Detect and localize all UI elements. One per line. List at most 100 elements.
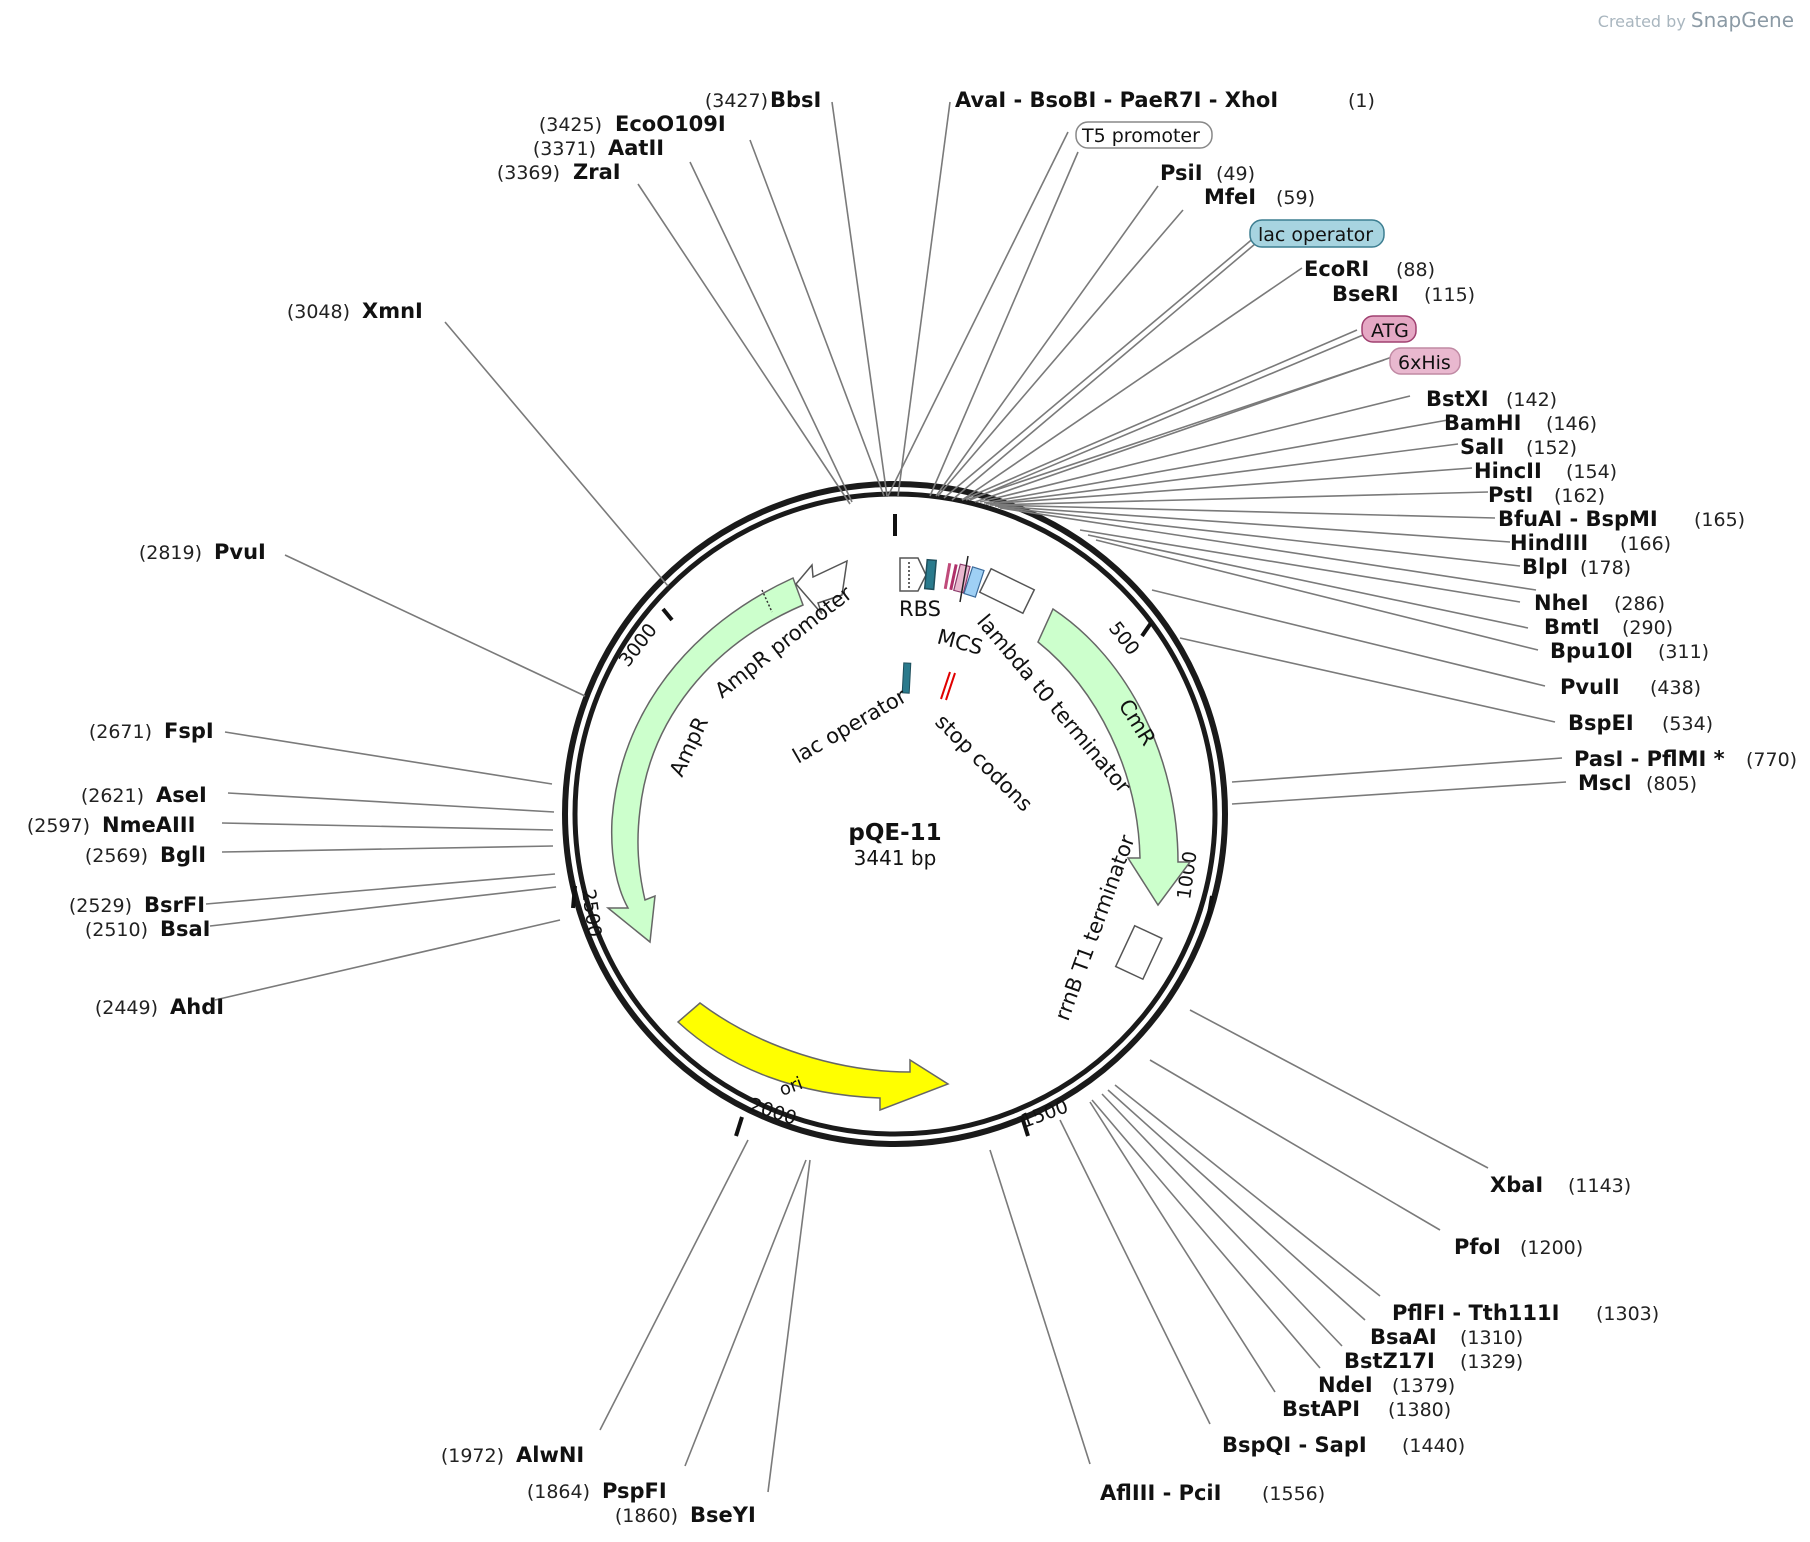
site-pos-bfuai-group: (165) bbox=[1694, 509, 1745, 531]
tick-marks bbox=[571, 514, 1214, 1137]
site-pos-pfoi: (1200) bbox=[1520, 1237, 1583, 1259]
site-pos-bgli: (2569) bbox=[85, 845, 148, 867]
sixhis-label: 6xHis bbox=[1398, 352, 1451, 374]
site-pos-bspqi-group: (1440) bbox=[1402, 1435, 1465, 1457]
ampr-promoter-arrow bbox=[795, 559, 848, 615]
site-name-pvui: PvuI bbox=[214, 540, 266, 564]
site-pos-pspfi: (1864) bbox=[527, 1481, 590, 1503]
site-name-bsrfi: BsrFI bbox=[144, 893, 205, 917]
site-name-bstxi: BstXI bbox=[1426, 387, 1489, 411]
site-name-nhei: NheI bbox=[1534, 591, 1589, 615]
site-pos-pasi-group: (770) bbox=[1746, 749, 1797, 771]
site-name-bsai: BsaI bbox=[160, 917, 211, 941]
site-pos-nhei: (286) bbox=[1614, 593, 1665, 615]
ori-arrow bbox=[676, 1002, 950, 1112]
sixhis-box bbox=[1389, 347, 1461, 375]
site-labels: (3427) BbsI (3425) EcoO109I (3371) AatII… bbox=[27, 88, 1797, 1527]
lac-operator-box-label: lac operator bbox=[1258, 224, 1373, 246]
site-pos-bmti: (290) bbox=[1622, 617, 1673, 639]
atg-box bbox=[1361, 315, 1417, 343]
site-name-msci: MscI bbox=[1578, 771, 1632, 795]
site-pos-blpi: (178) bbox=[1580, 557, 1631, 579]
site-pos-afliii-group: (1556) bbox=[1262, 1483, 1325, 1505]
site-pos-ecori: (88) bbox=[1396, 259, 1435, 281]
site-pos-pvui: (2819) bbox=[139, 542, 202, 564]
credit-brand: SnapGene bbox=[1690, 8, 1794, 32]
tick-label-500: 500 bbox=[1104, 618, 1144, 660]
site-name-aatii: AatII bbox=[608, 136, 664, 160]
tick-3000 bbox=[661, 607, 674, 622]
site-pos-hindiii: (166) bbox=[1620, 533, 1671, 555]
site-pos-bstz17i: (1329) bbox=[1460, 1351, 1523, 1373]
site-name-ecori: EcoRI bbox=[1304, 257, 1369, 281]
tick-label-2500: 2500 bbox=[577, 888, 606, 939]
site-name-pspfi: PspFI bbox=[602, 1479, 667, 1503]
site-name-pflfi-group: PflFI - Tth111I bbox=[1392, 1301, 1559, 1325]
site-name-bamhi: BamHI bbox=[1444, 411, 1521, 435]
site-name-bseyi: BseYI bbox=[690, 1503, 756, 1527]
plasmid-length: 3441 bp bbox=[854, 846, 937, 870]
site-pos-aatii: (3371) bbox=[533, 138, 596, 160]
site-pos-bstapi: (1380) bbox=[1388, 1399, 1451, 1421]
backbone-outer-ring bbox=[562, 481, 1228, 1147]
site-pos-pvuii: (438) bbox=[1650, 677, 1701, 699]
site-name-bpu10i: Bpu10I bbox=[1550, 639, 1633, 663]
site-name-bspqi-group: BspQI - SapI bbox=[1222, 1433, 1367, 1457]
site-pos-bsrfi: (2529) bbox=[69, 895, 132, 917]
site-pos-bsai: (2510) bbox=[85, 919, 148, 941]
lambda-t0-terminator-box bbox=[978, 567, 1036, 615]
site-pos-bstxi: (142) bbox=[1506, 389, 1557, 411]
feature-arrows bbox=[605, 555, 1192, 1112]
site-name-nmeaiii: NmeAIII bbox=[102, 813, 195, 837]
site-pos-ecoo109i: (3425) bbox=[539, 114, 602, 136]
site-pos-bpu10i: (311) bbox=[1658, 641, 1709, 663]
site-name-bspei: BspEI bbox=[1568, 711, 1634, 735]
site-name-pfoi: PfoI bbox=[1454, 1235, 1501, 1259]
cmr-arrow bbox=[1037, 607, 1192, 907]
t5-promoter-arrow bbox=[899, 557, 927, 592]
snapgene-credit: Created by SnapGene bbox=[1598, 8, 1794, 32]
site-pos-psti: (162) bbox=[1554, 485, 1605, 507]
site-name-bmti: BmtI bbox=[1544, 615, 1600, 639]
site-name-fspi: FspI bbox=[164, 719, 214, 743]
stop-codon-1 bbox=[940, 671, 951, 700]
site-name-asei: AseI bbox=[156, 783, 207, 807]
site-pos-bamhi: (146) bbox=[1546, 413, 1597, 435]
inner-lac-operator-label: lac operator bbox=[789, 684, 912, 769]
site-pos-mfei: (59) bbox=[1276, 187, 1315, 209]
t5-promoter-box bbox=[1075, 121, 1213, 149]
backbone-inner-ring bbox=[572, 491, 1218, 1137]
rrnb-t1-terminator-box bbox=[1114, 924, 1163, 981]
tick-2000 bbox=[734, 1116, 744, 1137]
tick-label-2000: 2000 bbox=[746, 1094, 799, 1130]
site-pos-xmni: (3048) bbox=[287, 301, 350, 323]
plasmid-name: pQE-11 bbox=[848, 820, 941, 846]
site-pos-alwni: (1972) bbox=[441, 1445, 504, 1467]
site-pos-nmeaiii: (2597) bbox=[27, 815, 90, 837]
site-name-pvuii: PvuII bbox=[1560, 675, 1620, 699]
site-name-alwni: AlwNI bbox=[516, 1443, 584, 1467]
site-name-bbsi: BbsI bbox=[770, 88, 821, 112]
site-pos-psii: (49) bbox=[1216, 163, 1255, 185]
tick-1500 bbox=[1020, 1116, 1030, 1137]
site-name-xmni: XmnI bbox=[362, 299, 423, 323]
site-pos-bseyi: (1860) bbox=[615, 1505, 678, 1527]
site-pos-xbai: (1143) bbox=[1568, 1175, 1631, 1197]
ampr-label: AmpR bbox=[665, 713, 713, 780]
tick-2500 bbox=[571, 885, 577, 909]
tick-500 bbox=[1140, 621, 1153, 638]
site-pos-sali: (152) bbox=[1526, 437, 1577, 459]
leader-lines bbox=[205, 101, 1567, 1493]
site-name-bgli: BglI bbox=[160, 843, 206, 867]
site-pos-bbsi: (3427) bbox=[705, 90, 768, 112]
site-name-bfuai-group: BfuAI - BspMI bbox=[1498, 507, 1658, 531]
site-pos-zrai: (3369) bbox=[497, 162, 560, 184]
boxed-feature-labels: T5 promoter lac operator ATG 6xHis bbox=[1075, 121, 1461, 375]
his-mark-1 bbox=[949, 564, 958, 591]
site-name-psti: PstI bbox=[1488, 483, 1533, 507]
site-name-mfei: MfeI bbox=[1204, 185, 1256, 209]
tick-1000 bbox=[1206, 895, 1214, 921]
stop-codons-label: stop codons bbox=[930, 710, 1037, 817]
site-pos-hincii: (154) bbox=[1566, 461, 1617, 483]
